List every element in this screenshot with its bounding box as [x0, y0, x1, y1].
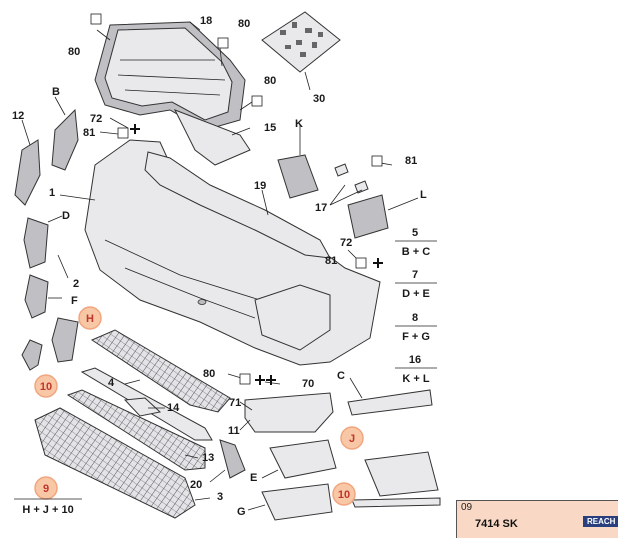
set-number: 8 [412, 312, 418, 324]
label-14: 14 [167, 402, 180, 414]
reach-badge: REACH [583, 516, 618, 527]
label-10-highlight: 10 [338, 489, 350, 501]
label-13: 13 [202, 452, 214, 464]
label-72: 72 [340, 237, 352, 249]
label-G: G [237, 506, 246, 518]
upper-frame [94, 21, 251, 166]
label-L: L [420, 189, 427, 201]
set-formulas: 5 B + C 7 D + E 8 F + G 16 K + L [395, 227, 437, 385]
set-formula: F + G [402, 331, 430, 343]
label-H-highlight: H [86, 313, 94, 325]
reference-info-box: 09 7414 SK REACH [456, 500, 618, 538]
label-C: C [337, 370, 345, 382]
label-D: D [62, 210, 70, 222]
set-number: 7 [412, 269, 418, 281]
plus-markers [130, 124, 383, 385]
label-2: 2 [73, 278, 79, 290]
label-80: 80 [264, 75, 276, 87]
label-4: 4 [108, 377, 115, 389]
label-81: 81 [405, 155, 417, 167]
label-80: 80 [238, 18, 250, 30]
label-17: 17 [315, 202, 327, 214]
label-20: 20 [190, 479, 202, 491]
label-B: B [52, 86, 60, 98]
sensor-holders [277, 154, 389, 239]
label-70: 70 [302, 378, 314, 390]
left-brackets [14, 108, 79, 371]
label-10-highlight: 10 [40, 381, 52, 393]
label-18: 18 [200, 15, 212, 27]
label-9-highlight: 9 [43, 483, 49, 495]
reference-squares [90, 13, 383, 385]
label-19: 19 [254, 180, 266, 192]
set-number: 16 [409, 354, 421, 366]
label-81: 81 [83, 127, 95, 139]
label-15: 15 [264, 122, 276, 134]
label-12: 12 [12, 110, 24, 122]
set9-formula-text: H + J + 10 [22, 504, 73, 516]
label-1: 1 [49, 187, 55, 199]
label-30: 30 [313, 93, 325, 105]
label-J-highlight: J [349, 433, 355, 445]
set-formula: K + L [402, 373, 429, 385]
label-81: 81 [325, 255, 337, 267]
set-formula: D + E [402, 288, 430, 300]
label-3: 3 [217, 491, 223, 503]
reference-number: 7414 SK [475, 518, 518, 530]
bumper-shell [84, 139, 381, 366]
leaders [21, 21, 419, 511]
label-72: 72 [90, 113, 102, 125]
label-80: 80 [68, 46, 80, 58]
label-K: K [295, 118, 303, 130]
upper-absorber [144, 151, 331, 259]
set-number: 5 [412, 227, 418, 239]
label-80: 80 [203, 368, 215, 380]
page-code: 09 [461, 502, 473, 513]
label-71: 71 [229, 397, 241, 409]
grilles [34, 329, 334, 519]
label-F: F [71, 295, 78, 307]
set9-formula: H + J + 10 [14, 498, 82, 516]
trims [261, 389, 441, 521]
set-formula: B + C [402, 246, 430, 258]
highlighted-labels: H 10 9 J 10 [34, 306, 364, 506]
label-E: E [250, 472, 257, 484]
label-11: 11 [228, 425, 240, 437]
part-labels: 18 80 80 80 30 B 12 72 81 15 K 1 19 81 1… [12, 15, 427, 518]
fittings-kit [261, 11, 341, 73]
